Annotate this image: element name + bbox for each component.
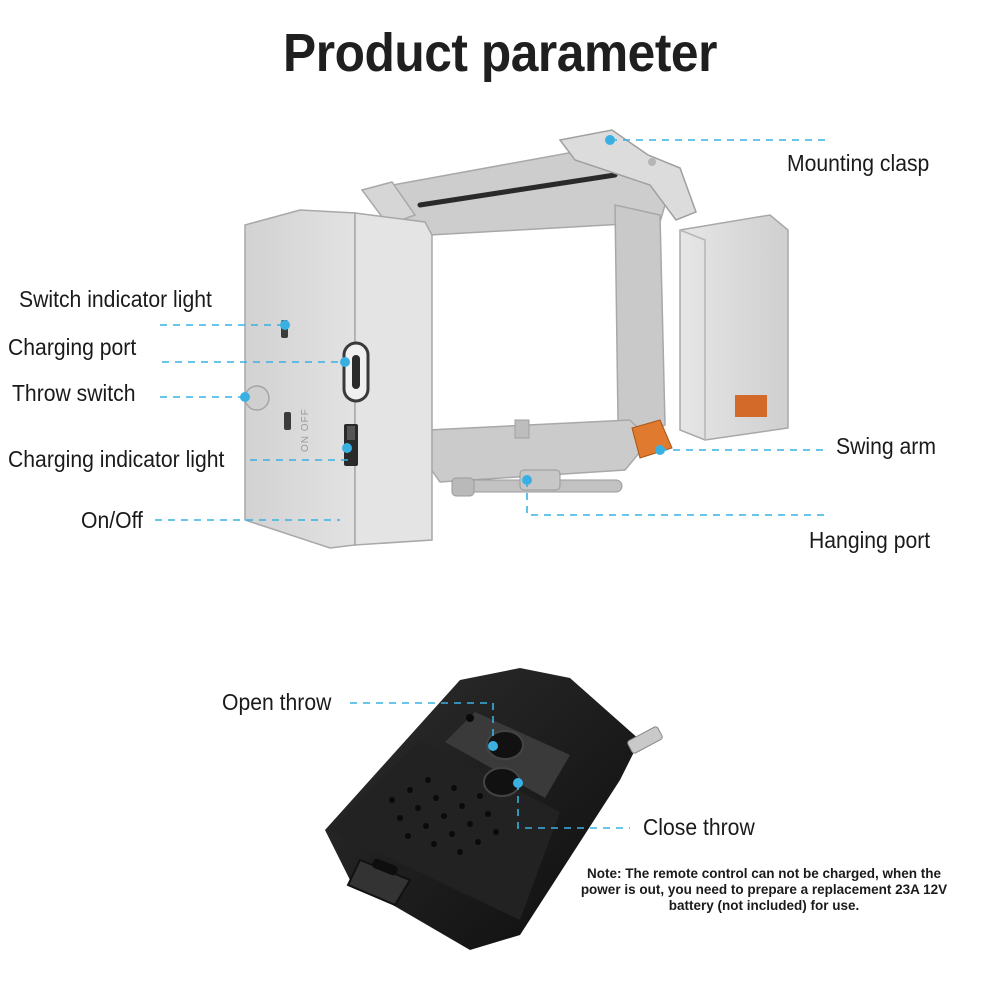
label-open-throw: Open throw: [222, 689, 332, 715]
remote-antenna: [627, 726, 663, 754]
mounting-clasp: [558, 129, 697, 221]
callout-lines: [155, 139, 830, 829]
label-charging-indicator-light: Charging indicator light: [8, 446, 225, 472]
label-hanging-port: Hanging port: [809, 527, 931, 553]
battery-note: Note: The remote control can not be char…: [580, 866, 948, 913]
left-box-side: [244, 209, 356, 549]
device-side-print: ON OFF: [300, 408, 311, 452]
label-on-off: On/Off: [81, 507, 143, 533]
charging-indicator-hole: [284, 412, 291, 430]
release-device: [244, 129, 789, 549]
page-title: Product parameter: [283, 23, 717, 83]
label-charging-port: Charging port: [8, 334, 137, 360]
open-throw-button: [486, 730, 524, 760]
label-throw-switch: Throw switch: [12, 380, 136, 406]
label-switch-indicator-light: Switch indicator light: [19, 286, 212, 312]
left-box-front: [354, 212, 433, 546]
label-close-throw: Close throw: [643, 814, 755, 840]
remote-control: [325, 668, 663, 950]
right-box-front: [679, 214, 789, 441]
label-swing-arm: Swing arm: [836, 433, 936, 459]
callout-dots: [240, 135, 665, 788]
label-mounting-clasp: Mounting clasp: [787, 150, 930, 176]
